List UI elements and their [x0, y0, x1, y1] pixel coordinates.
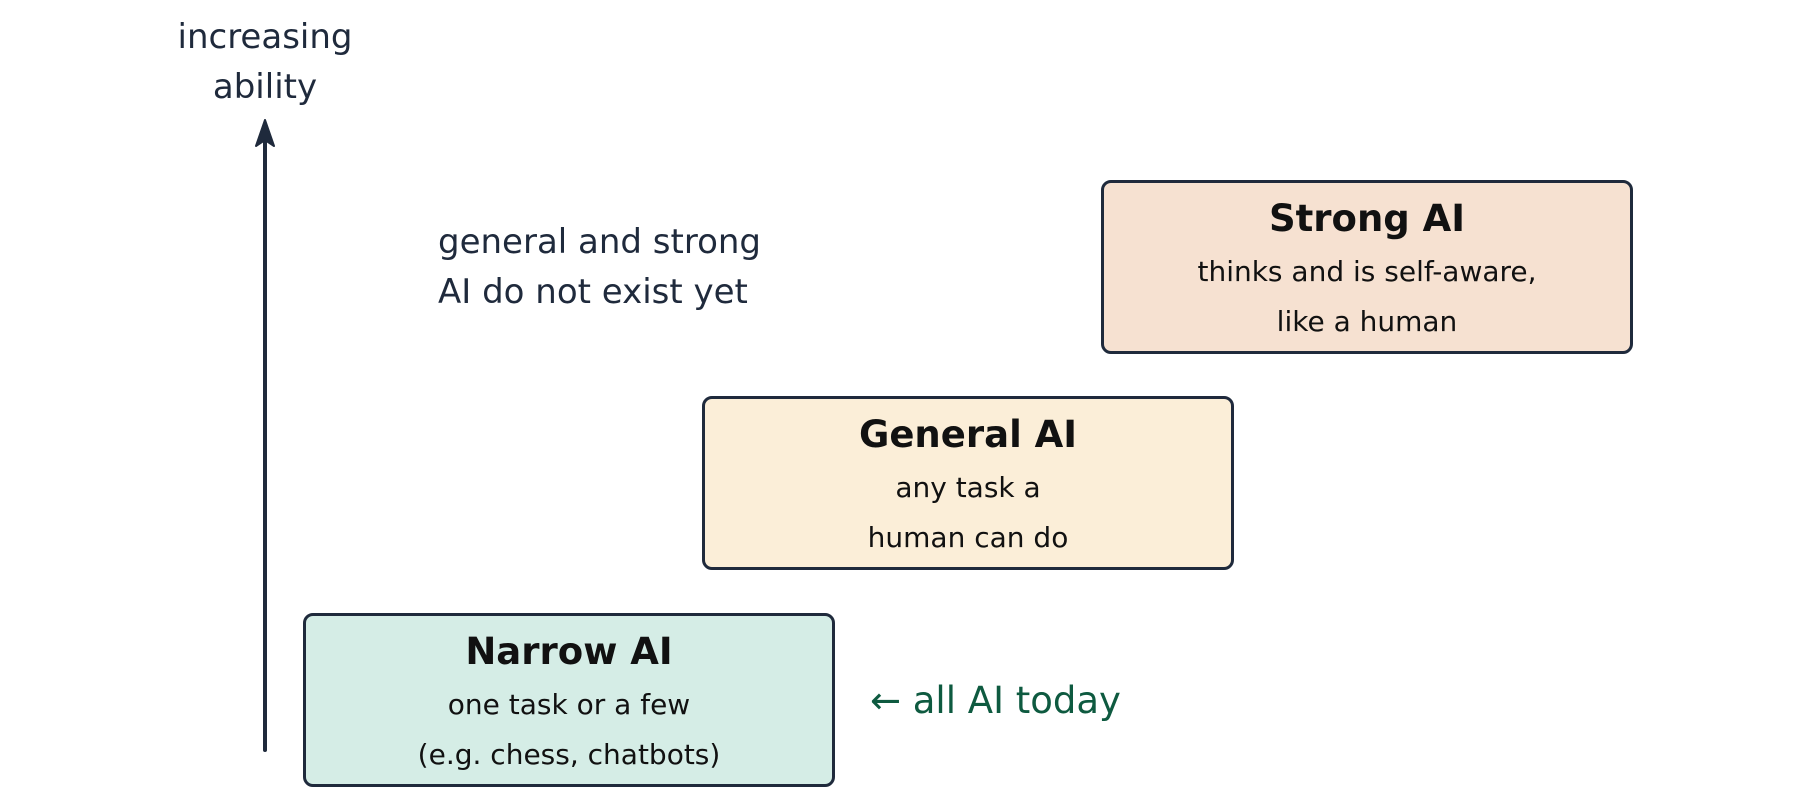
axis-label-line2: ability	[212, 67, 318, 107]
strong-ai-box: Strong AI thinks and is self-aware, like…	[1101, 180, 1633, 354]
axis-label-line1: increasing	[177, 17, 353, 57]
narrow-ai-desc-line1: one task or a few	[447, 688, 691, 721]
strong-ai-desc-line2: like a human	[1276, 305, 1458, 338]
general-ai-desc-line2: human can do	[867, 521, 1069, 554]
all-ai-today-callout: ← all AI today	[870, 679, 1121, 722]
narrow-ai-title: Narrow AI	[465, 630, 673, 673]
narrow-ai-box: Narrow AI one task or a few (e.g. chess,…	[303, 613, 835, 787]
general-ai-title: General AI	[858, 413, 1078, 456]
existence-note: general and strong AI do not exist yet	[438, 217, 761, 317]
strong-ai-title: Strong AI	[1268, 197, 1466, 240]
strong-ai-desc-line1: thinks and is self-aware,	[1197, 255, 1537, 288]
existence-note-line1: general and strong	[438, 222, 762, 262]
narrow-ai-desc-line2: (e.g. chess, chatbots)	[417, 738, 721, 771]
ability-axis-arrowhead-icon	[255, 119, 275, 147]
existence-note-line2: AI do not exist yet	[438, 272, 748, 312]
general-ai-box: General AI any task a human can do	[702, 396, 1234, 570]
axis-label: increasing ability	[165, 12, 365, 112]
general-ai-desc-line1: any task a	[895, 471, 1041, 504]
